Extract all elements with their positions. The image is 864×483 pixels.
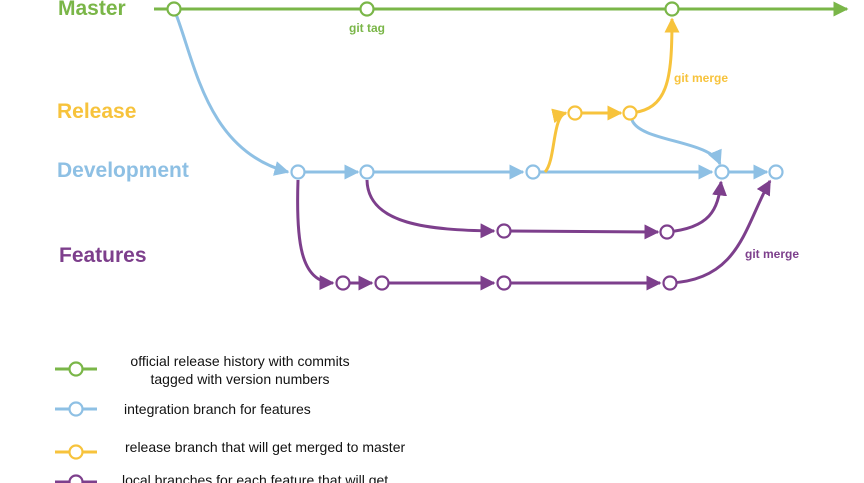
feature-2-commit-4: [662, 275, 678, 291]
legend-text-release: release branch that will get merged to m…: [125, 439, 405, 455]
edge-master-to-development: [172, 8, 290, 176]
development-commit-5: [768, 164, 784, 180]
edge-release-to-development: [630, 119, 722, 166]
feature-2-commit-2: [374, 275, 390, 291]
development-commit-3: [525, 164, 541, 180]
edge-dev-to-release: [543, 108, 568, 174]
legend-swatch-node-master: [68, 361, 84, 377]
legend-swatch-node-features: [68, 474, 84, 483]
legend-item-features: local branches for each feature that wil…: [55, 472, 388, 483]
legend: official release history with commits ta…: [55, 353, 405, 483]
master-commit-1: [166, 1, 182, 17]
legend-item-development: integration branch for features: [55, 401, 311, 417]
legend-text-development: integration branch for features: [124, 401, 311, 417]
legend-swatch-node-development: [68, 401, 84, 417]
branch-label-features: Features: [59, 244, 147, 267]
edge-dev-to-feature-1: [365, 179, 496, 239]
edge-feature-1-merge: [666, 180, 728, 234]
development-commit-4: [714, 164, 730, 180]
legend-text-features: local branches for each feature that wil…: [122, 472, 388, 483]
edge-feature-2-merge: [669, 179, 772, 285]
annotation-git-merge-features: git merge: [745, 247, 799, 261]
development-commit-2: [359, 164, 375, 180]
legend-item-master: official release history with commits ta…: [55, 353, 350, 387]
edge-release-to-master: [629, 17, 680, 115]
feature-2-commit-3: [496, 275, 512, 291]
master-commit-2: [359, 1, 375, 17]
branch-label-release: Release: [57, 100, 136, 123]
master-commit-3: [664, 1, 680, 17]
feature-2-commit-1: [335, 275, 351, 291]
edge-dev-to-feature-2: [296, 179, 335, 291]
legend-swatch-node-release: [68, 444, 84, 460]
feature-1-commit-2: [659, 224, 675, 240]
edge-feature-1-seg: [503, 224, 660, 240]
annotation-git-merge-release: git merge: [674, 71, 728, 85]
branch-label-development: Development: [57, 159, 189, 182]
annotation-git-tag: git tag: [349, 21, 385, 35]
development-commit-1: [290, 164, 306, 180]
legend-text-master-line-2: tagged with version numbers: [151, 371, 330, 387]
feature-1-commit-1: [496, 223, 512, 239]
release-commit-2: [622, 105, 638, 121]
legend-text-master-line-1: official release history with commits: [130, 353, 349, 369]
release-commit-1: [567, 105, 583, 121]
legend-item-release: release branch that will get merged to m…: [55, 439, 405, 460]
branch-label-master: Master: [58, 0, 126, 20]
